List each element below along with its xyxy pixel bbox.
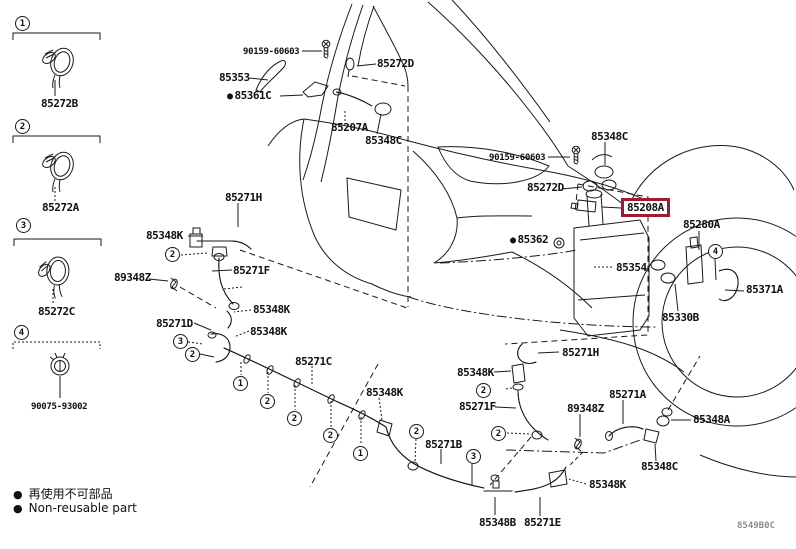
part-label[interactable]: 85207A <box>331 121 368 134</box>
legend-text-en: Non-reusable part <box>28 501 137 515</box>
callout-2: 2 <box>409 424 424 439</box>
car-body-outline <box>267 0 796 478</box>
part-label[interactable]: 90075-93002 <box>31 402 88 412</box>
sidebar-callout-4: 4 <box>14 325 29 340</box>
part-label[interactable]: 89348Z <box>114 271 151 284</box>
non-reusable-marker: ● <box>13 502 23 515</box>
part-label[interactable]: 85271B <box>425 438 462 451</box>
part-label[interactable]: 85348K <box>366 386 403 399</box>
part-label[interactable]: 85271F <box>459 400 496 413</box>
part-label[interactable]: 85280A <box>683 218 720 231</box>
legend-text-jp: 再使用不可部品 <box>28 487 113 501</box>
sidebar-callout-3: 3 <box>16 218 31 233</box>
dashed-routing-lines <box>179 75 701 488</box>
part-label[interactable]: 85348C <box>591 130 628 143</box>
hose-drawings <box>168 227 673 493</box>
callout-2: 2 <box>165 247 180 262</box>
part-label[interactable]: 85271F <box>233 264 270 277</box>
part-label[interactable]: 85348K <box>589 478 626 491</box>
diagram-code: 8549B0C <box>737 521 775 531</box>
callout-4: 4 <box>708 244 723 259</box>
callout-3: 3 <box>173 334 188 349</box>
washer-reservoir-and-parts <box>255 39 739 337</box>
part-label[interactable]: 85271E <box>524 516 561 529</box>
part-label[interactable]: 85354 <box>616 261 647 274</box>
part-label[interactable]: 90159-60603 <box>489 153 546 163</box>
callout-2: 2 <box>491 426 506 441</box>
callout-3: 3 <box>466 449 481 464</box>
callout-2: 2 <box>260 394 275 409</box>
part-label[interactable]: 85348K <box>250 325 287 338</box>
part-label[interactable]: 85330B <box>662 311 699 324</box>
part-label[interactable]: 85348A <box>693 413 730 426</box>
sidebar-clamp-drawings <box>12 32 102 398</box>
callout-2: 2 <box>476 383 491 398</box>
sidebar-callout-2: 2 <box>15 119 30 134</box>
sidebar-callout-1: 1 <box>15 16 30 31</box>
part-label[interactable]: 85348B <box>479 516 516 529</box>
part-label[interactable]: 85348C <box>641 460 678 473</box>
part-label[interactable]: 85272D <box>527 181 564 194</box>
part-label[interactable]: 85348K <box>253 303 290 316</box>
non-reusable-marker: ● <box>13 488 23 501</box>
part-label[interactable]: 85271D <box>156 317 193 330</box>
part-label[interactable]: 85272C <box>38 305 75 318</box>
part-label[interactable]: 85353 <box>219 71 250 84</box>
part-label[interactable]: ●85362 <box>510 233 549 247</box>
callout-2: 2 <box>287 411 302 426</box>
part-number: 85361C <box>234 89 272 102</box>
part-label[interactable]: 85272A <box>42 201 79 214</box>
part-label[interactable]: 85348K <box>457 366 494 379</box>
part-label[interactable]: 90159-60603 <box>243 47 300 57</box>
part-label[interactable]: 85272B <box>41 97 78 110</box>
part-label[interactable]: 85271A <box>609 388 646 401</box>
part-label-highlighted[interactable]: 85208A <box>621 198 670 217</box>
part-label[interactable]: 85348K <box>146 229 183 242</box>
part-label[interactable]: 85271H <box>225 191 262 204</box>
part-label[interactable]: 85371A <box>746 283 783 296</box>
non-reusable-marker: ● <box>510 235 516 246</box>
part-label[interactable]: 85271C <box>295 355 332 368</box>
callout-1: 1 <box>353 446 368 461</box>
legend-japanese: ● 再使用不可部品 <box>13 485 113 502</box>
part-label[interactable]: 85271H <box>562 346 599 359</box>
part-label[interactable]: 85272D <box>377 57 414 70</box>
part-label[interactable]: 85348C <box>365 134 402 147</box>
part-label[interactable]: ●85361C <box>227 89 272 103</box>
legend-english: ● Non-reusable part <box>13 501 137 515</box>
leader-lines <box>148 50 745 516</box>
callout-2: 2 <box>323 428 338 443</box>
callout-2: 2 <box>185 347 200 362</box>
part-number: 85362 <box>517 233 549 246</box>
callout-1: 1 <box>233 376 248 391</box>
part-label[interactable]: 89348Z <box>567 402 604 415</box>
non-reusable-marker: ● <box>227 91 233 102</box>
